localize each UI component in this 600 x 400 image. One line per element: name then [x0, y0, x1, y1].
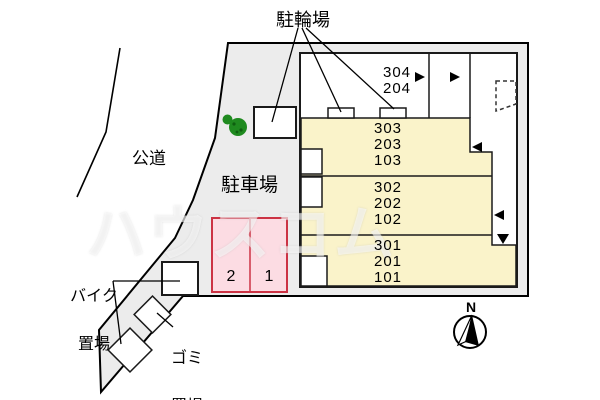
compass-icon	[453, 314, 487, 349]
leader-line	[301, 27, 342, 113]
bike-storage-shed	[161, 261, 199, 296]
public-road-label: 公道	[132, 149, 166, 168]
dashed-area	[495, 80, 517, 113]
entrance-arrow-left-icon	[472, 142, 482, 152]
unit-numbers-top: 304 204	[382, 64, 412, 97]
bicycle-rack-spot	[379, 107, 407, 119]
parking-stall-number: 1	[264, 268, 274, 285]
entrance-arrow-right-icon	[415, 72, 425, 82]
road-line	[76, 47, 121, 198]
car-parking-label: 駐車場	[221, 175, 279, 196]
entrance-arrow-left-icon	[494, 210, 504, 220]
tree-icon	[222, 114, 247, 136]
leader-line	[156, 312, 174, 328]
garbage-storage-label: ゴミ 置場	[171, 350, 204, 400]
entrance-arrow-right-icon	[450, 72, 460, 82]
stair-notch	[300, 255, 328, 287]
garbage-storage-structure	[133, 295, 172, 334]
unit-block	[300, 117, 517, 287]
bicycle-parking-label: 駐輪場	[276, 10, 330, 30]
leader-line	[271, 27, 299, 123]
north-label: N	[465, 299, 477, 315]
leader-line	[305, 27, 395, 110]
bike-storage-structure	[107, 327, 153, 373]
unit-numbers-upper: 303 203 103	[373, 120, 403, 169]
stair-notch	[300, 176, 323, 208]
unit-numbers-middle: 302 202 102	[373, 179, 403, 228]
parking-stall-number: 2	[226, 268, 236, 285]
unit-numbers-lower: 301 201 101	[373, 237, 403, 286]
bicycle-rack-spot	[327, 107, 355, 119]
leader-line	[112, 280, 122, 345]
stair-notch	[300, 148, 323, 175]
entrance-arrow-down-icon	[497, 234, 509, 244]
bike-storage-label: バイク 置場	[70, 288, 118, 353]
